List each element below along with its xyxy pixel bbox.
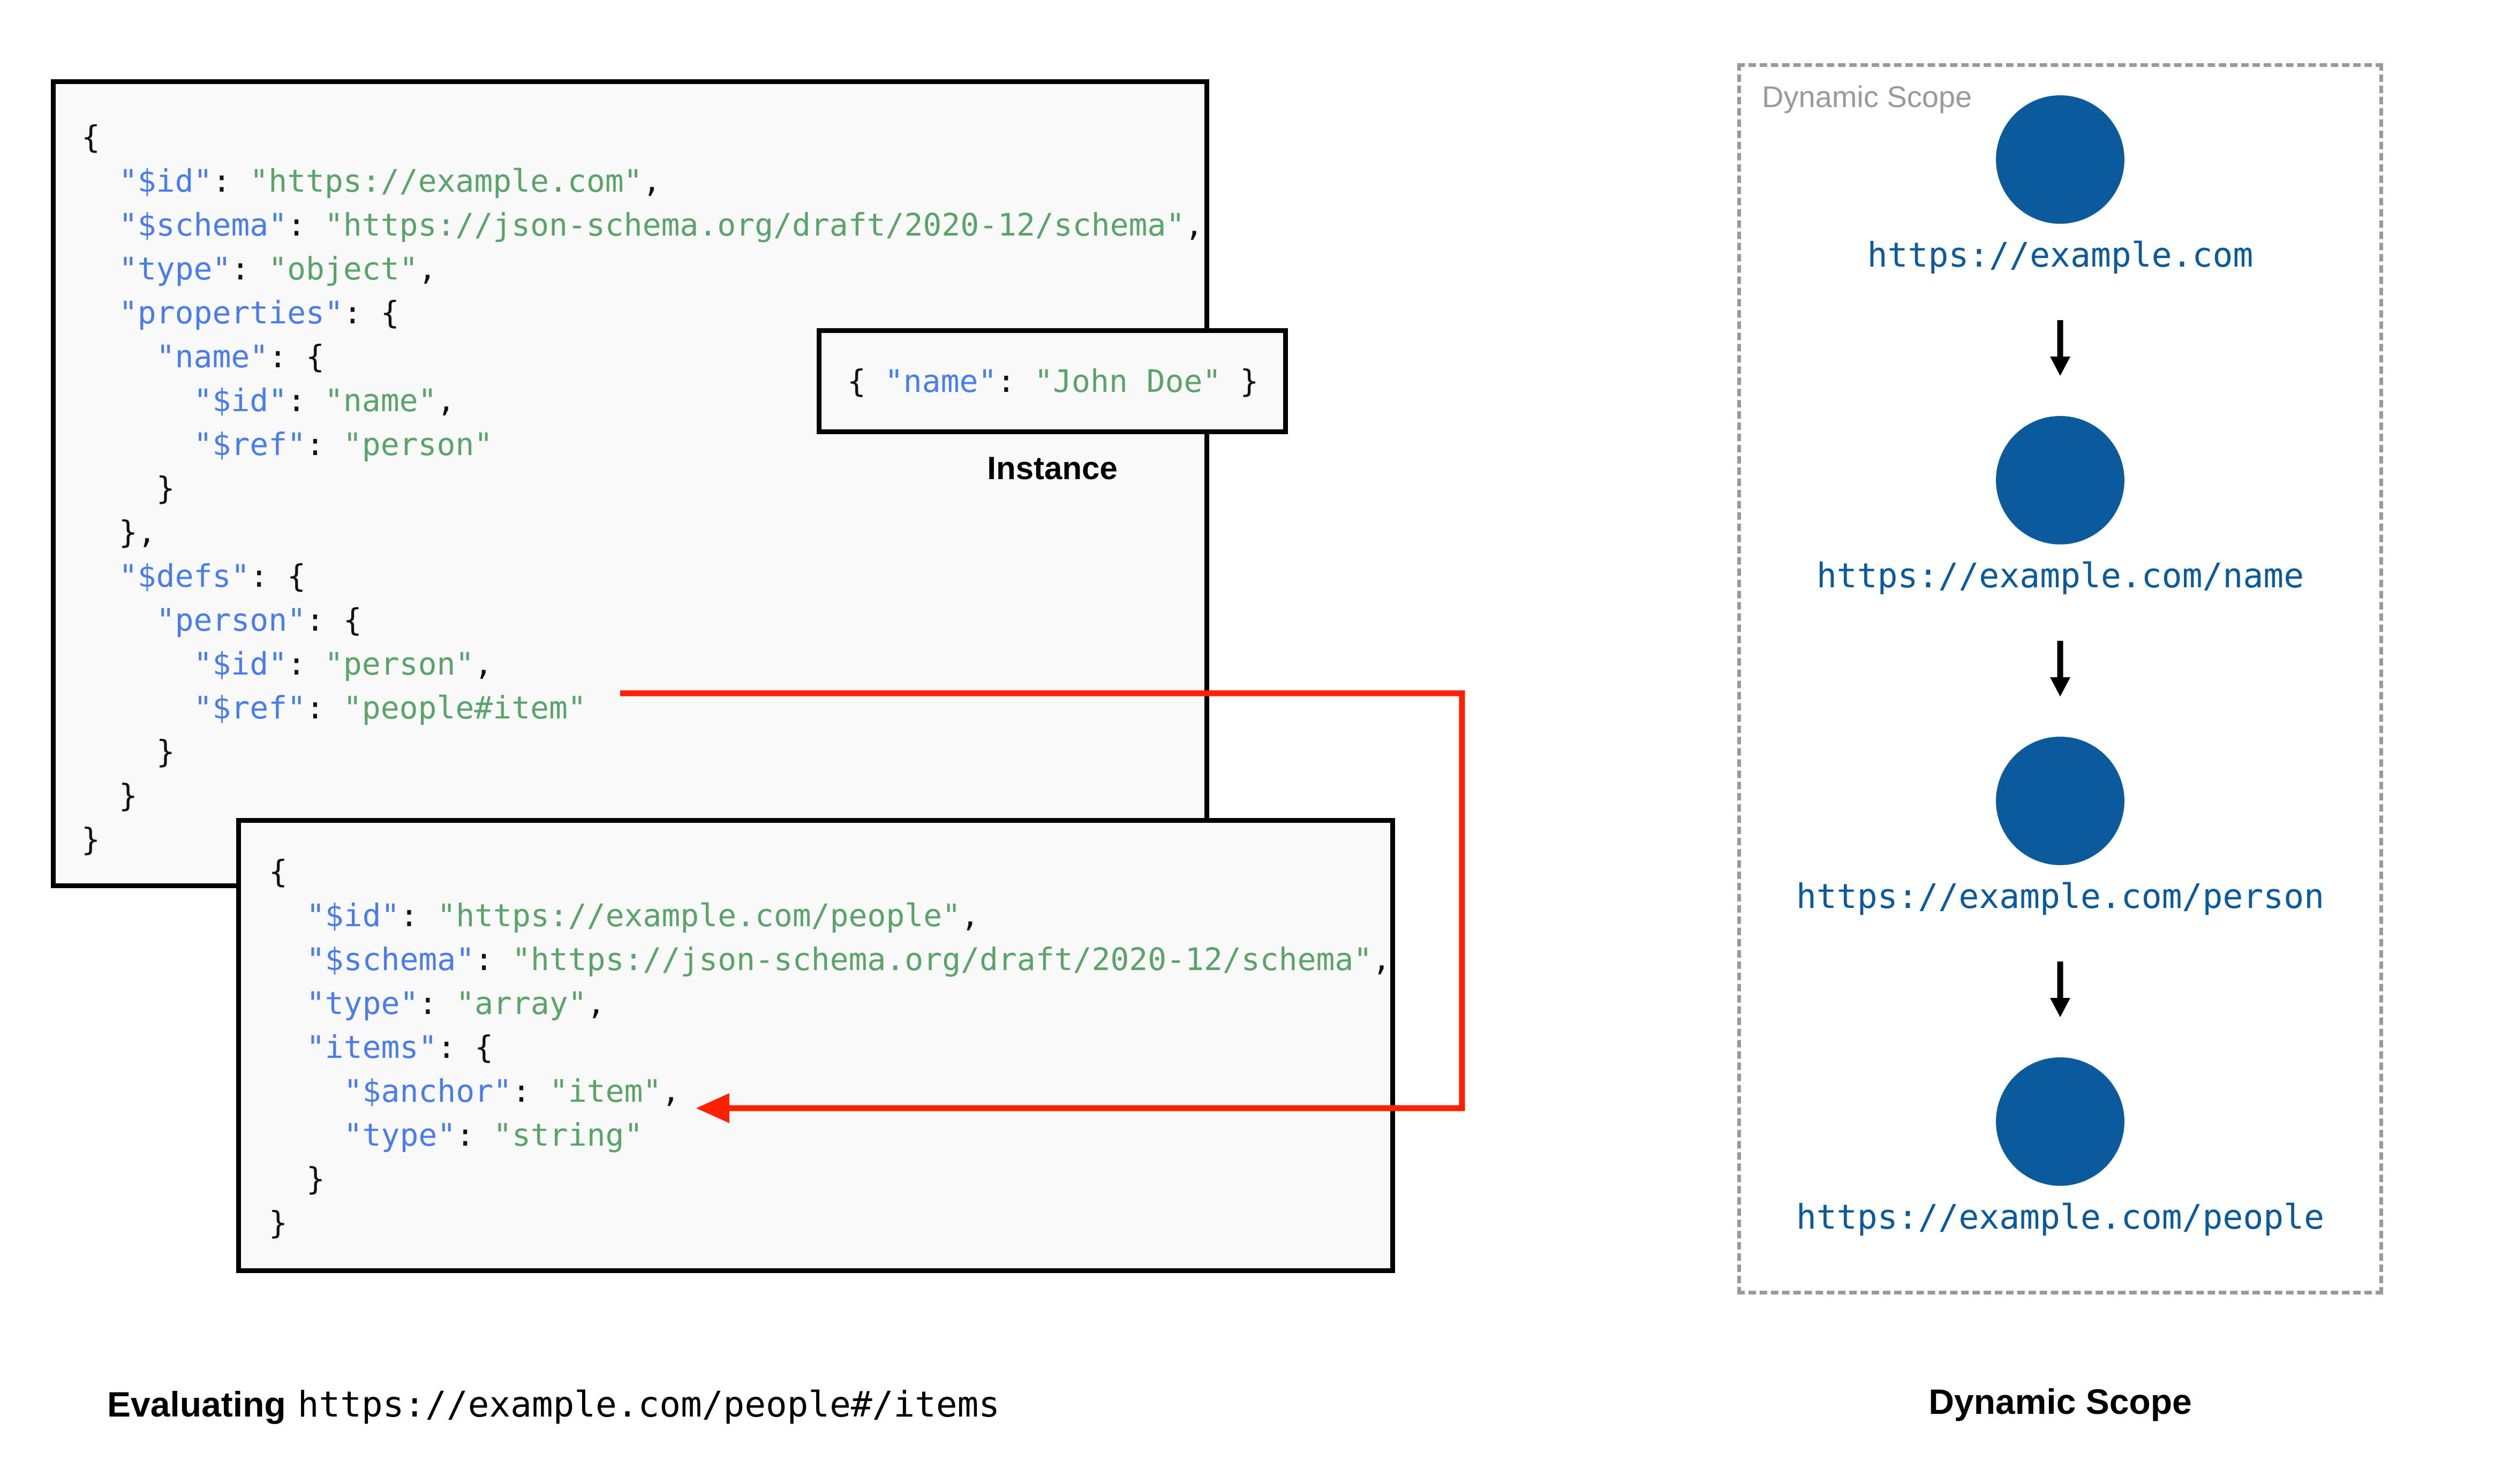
instance-code: { "name": "John Doe" } [847, 363, 1259, 399]
schema-people-code: { "$id": "https://example.com/people", "… [269, 853, 1391, 1241]
evaluating-caption-uri: https://example.com/people#/items [297, 1384, 1000, 1425]
arrow-down-icon [2050, 320, 2070, 376]
scope-node-1: https://example.com/name [1737, 416, 2383, 595]
evaluating-caption: Evaluating https://example.com/people#/it… [107, 1384, 1000, 1425]
scope-node-3: https://example.com/people [1737, 1057, 2383, 1237]
scope-circle-icon [1996, 1057, 2124, 1186]
scope-node-label: https://example.com [1867, 236, 2254, 275]
scope-arrow-1 [1737, 641, 2383, 700]
scope-arrow-2 [1737, 961, 2383, 1020]
instance-box: { "name": "John Doe" } [817, 328, 1288, 434]
scope-node-label: https://example.com/person [1796, 877, 2325, 916]
dynamic-scope-panel [1737, 63, 2383, 1294]
scope-node-2: https://example.com/person [1737, 737, 2383, 916]
schema-people-box: { "$id": "https://example.com/people", "… [236, 818, 1395, 1273]
scope-circle-icon [1996, 95, 2124, 224]
evaluating-caption-bold: Evaluating [107, 1384, 286, 1424]
instance-caption: Instance [987, 450, 1118, 486]
arrow-down-icon [2050, 641, 2070, 696]
scope-circle-icon [1996, 416, 2124, 544]
scope-node-0: https://example.com [1737, 95, 2383, 275]
scope-circle-icon [1996, 737, 2124, 865]
scope-node-label: https://example.com/name [1816, 556, 2304, 595]
dynamic-scope-panel-label: Dynamic Scope [1762, 80, 1972, 113]
scope-node-label: https://example.com/people [1796, 1198, 2325, 1237]
scope-arrow-0 [1737, 320, 2383, 379]
schema-root-code: { "$id": "https://example.com", "$schema… [81, 119, 1204, 858]
arrow-down-icon [2050, 961, 2070, 1017]
dynamic-scope-caption: Dynamic Scope [1928, 1382, 2192, 1421]
